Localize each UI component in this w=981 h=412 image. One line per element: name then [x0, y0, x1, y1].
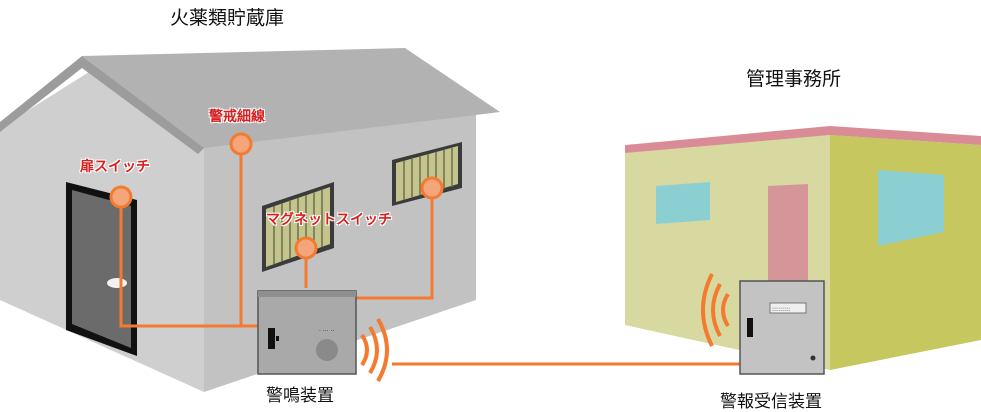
storehouse-title: 火薬類貯蔵庫 — [170, 7, 285, 29]
storehouse-door — [66, 182, 137, 356]
sensors — [109, 132, 444, 260]
svg-text::::::::::: ::::::::: — [772, 306, 790, 313]
alarm-sound-waves — [360, 317, 389, 383]
alarm-wire-sensor — [229, 132, 253, 156]
office-door — [768, 184, 808, 292]
magnet-switch-label: マグネットスイッチ — [266, 212, 392, 228]
door-handle — [107, 278, 127, 288]
alarm-wire-label: 警戒細線 — [209, 109, 265, 125]
receiver-sound-waves — [701, 273, 730, 347]
magnet-switch-wire-2 — [356, 189, 434, 300]
office-window-right — [878, 170, 944, 246]
alarm-unit-label: 警鳴装置 — [266, 386, 334, 406]
storehouse-roof — [82, 48, 500, 148]
office-title: 管理事務所 — [746, 68, 842, 90]
magnet-switch-sensor-2 — [420, 176, 444, 200]
alarm-unit: · ··· ·· — [257, 290, 357, 375]
storehouse-window-2 — [392, 142, 462, 206]
explosives-storehouse — [0, 48, 500, 392]
door-switch-sensor — [109, 185, 133, 209]
receiver-display — [769, 302, 807, 314]
storehouse-roof-edge — [0, 56, 204, 154]
alarm-wiring — [119, 146, 742, 366]
speaker-grille — [316, 339, 338, 361]
svg-text:· ··· ··: · ··· ·· — [319, 328, 334, 335]
receiver-handle — [747, 318, 753, 337]
office-side-wall — [830, 135, 981, 370]
office-roof — [625, 126, 981, 153]
door-switch-wire — [119, 197, 260, 328]
receiver-unit: ::::::::: — [739, 280, 825, 375]
receiver-indicator — [810, 355, 816, 361]
alarm-unit-handle — [268, 328, 275, 349]
office-window-left — [656, 182, 710, 224]
door-switch-label: 扉スイッチ — [80, 159, 150, 175]
magnet-switch-sensor-1 — [294, 236, 318, 260]
receiver-unit-label: 警報受信装置 — [720, 392, 822, 412]
